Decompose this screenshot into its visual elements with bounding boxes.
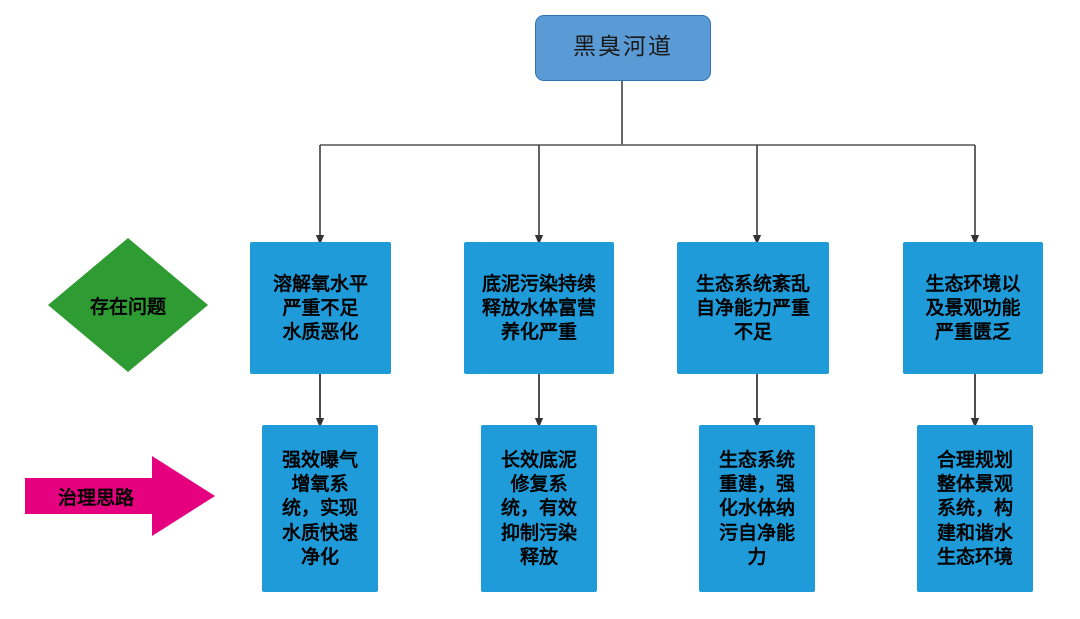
solution-box-3-label: 生态系统 重建，强 化水体纳 污自净能 力 — [718, 449, 795, 568]
problem-box-4[interactable]: 生态环境以 及景观功能 严重匮乏 — [903, 242, 1043, 374]
solution-box-1-label: 强效曝气 增氧系 统，实现 水质快速 净化 — [281, 449, 358, 568]
problem-box-2-label: 底泥污染持续 释放水体富营 养化严重 — [481, 272, 596, 344]
solution-box-2-label: 长效底泥 修复系 统，有效 抑制污染 释放 — [500, 449, 577, 568]
solution-box-1[interactable]: 强效曝气 增氧系 统，实现 水质快速 净化 — [262, 425, 378, 592]
row-label-existing-problems-text: 存在问题 — [89, 295, 166, 318]
solution-box-2[interactable]: 长效底泥 修复系 统，有效 抑制污染 释放 — [481, 425, 597, 592]
problem-box-3[interactable]: 生态系统紊乱 自净能力严重 不足 — [677, 242, 829, 374]
root-node-label: 黑臭河道 — [573, 34, 673, 61]
solution-box-4-label: 合理规划 整体景观 系统，构 建和谐水 生态环境 — [936, 449, 1013, 568]
right-arrow-shape — [25, 456, 215, 536]
solution-box-4[interactable]: 合理规划 整体景观 系统，构 建和谐水 生态环境 — [917, 425, 1033, 592]
problem-box-3-label: 生态系统紊乱 自净能力严重 不足 — [695, 272, 810, 344]
diamond-shape — [48, 238, 208, 372]
row-label-treatment-approach-text: 治理思路 — [57, 486, 134, 509]
row-label-existing-problems[interactable]: 存在问题 — [48, 238, 208, 372]
solution-box-3[interactable]: 生态系统 重建，强 化水体纳 污自净能 力 — [699, 425, 815, 592]
problem-box-1[interactable]: 溶解氧水平 严重不足 水质恶化 — [250, 242, 391, 374]
problem-box-1-label: 溶解氧水平 严重不足 水质恶化 — [272, 272, 368, 344]
row-label-treatment-approach[interactable]: 治理思路 — [25, 456, 215, 536]
problem-box-4-label: 生态环境以 及景观功能 严重匮乏 — [925, 272, 1021, 344]
root-node[interactable]: 黑臭河道 — [535, 15, 711, 81]
problem-box-2[interactable]: 底泥污染持续 释放水体富营 养化严重 — [464, 242, 614, 374]
